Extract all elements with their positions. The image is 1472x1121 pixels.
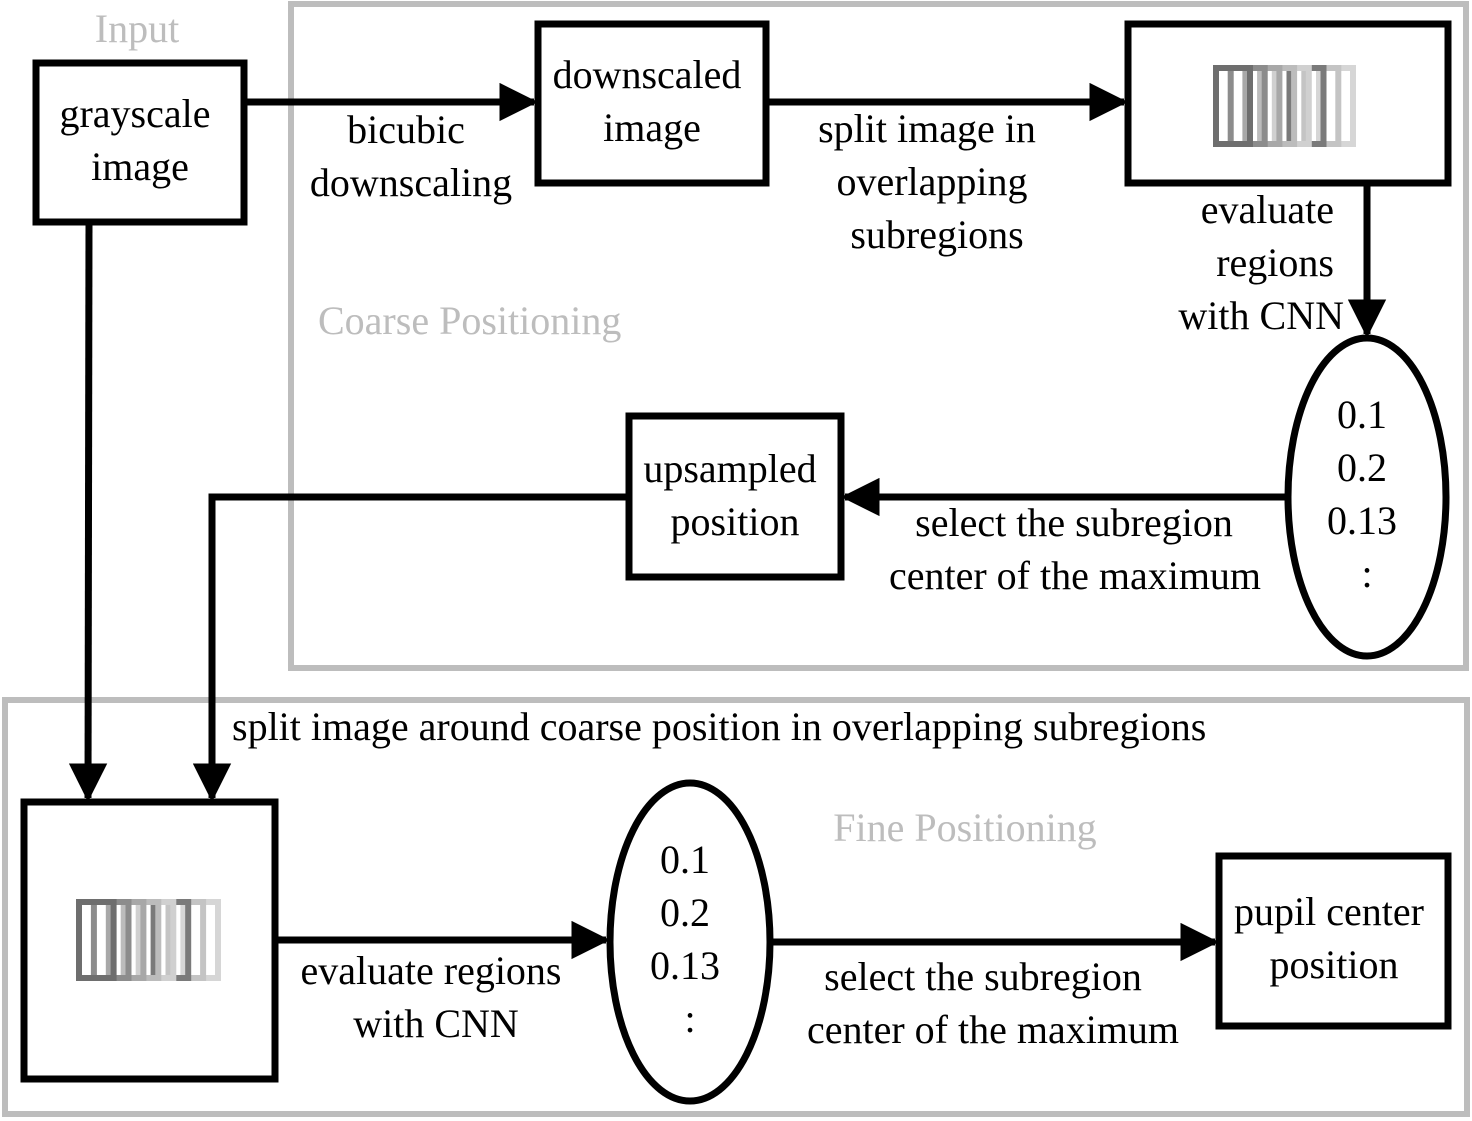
- coarse-score-list: 0.1 0.2 0.13 :: [1327, 392, 1407, 596]
- coarse-section-frame: [288, 1, 1469, 671]
- fine-section-label: Fine Positioning: [833, 805, 1096, 850]
- coarse-section-label: Coarse Positioning: [318, 298, 621, 343]
- upsampled-position-node: upsampled position: [625, 412, 845, 581]
- downscaled-image-node: downscaled image: [534, 20, 770, 187]
- split-coarse-label: split image in overlapping subregions: [818, 106, 1046, 257]
- fine-scores-node: 0.1 0.2 0.13 :: [606, 779, 774, 1105]
- evaluate-coarse-label: evaluate regions with CNN: [1178, 187, 1344, 338]
- input-section-label: Input: [95, 6, 179, 51]
- subregion-stack-icon: [1213, 65, 1356, 147]
- pupil-center-node: pupil center position: [1215, 852, 1452, 1030]
- subregion-stack-icon: [76, 899, 221, 981]
- fine-score-list: 0.1 0.2 0.13 :: [650, 837, 730, 1041]
- select-fine-label: select the subregion center of the maxim…: [807, 954, 1179, 1052]
- upsampled-position-label: upsampled position: [643, 446, 826, 544]
- coarse-scores-node: 0.1 0.2 0.13 :: [1284, 334, 1450, 660]
- coarse-subregions-node: [1124, 20, 1452, 187]
- downscaled-image-label: downscaled image: [553, 52, 752, 150]
- subregion-window: [76, 899, 117, 981]
- fine-subregions-node: [20, 798, 279, 1083]
- grayscale-image-label: grayscale image: [59, 91, 220, 189]
- bicubic-downscaling-label: bicubic downscaling: [310, 107, 512, 205]
- select-coarse-label: select the subregion center of the maxim…: [889, 500, 1261, 598]
- split-fine-label: split image around coarse position in ov…: [232, 704, 1206, 749]
- grayscale-image-node: grayscale image: [32, 59, 248, 226]
- fine-section-frame: [2, 697, 1470, 1117]
- subregion-window: [1213, 65, 1253, 147]
- pupil-center-label: pupil center position: [1234, 889, 1434, 987]
- arrow-grayscale-to-fine-subregions: [68, 224, 108, 802]
- arrow-upsampled-to-fine-subregions: [192, 493, 627, 802]
- evaluate-fine-label: evaluate regions with CNN: [301, 948, 572, 1046]
